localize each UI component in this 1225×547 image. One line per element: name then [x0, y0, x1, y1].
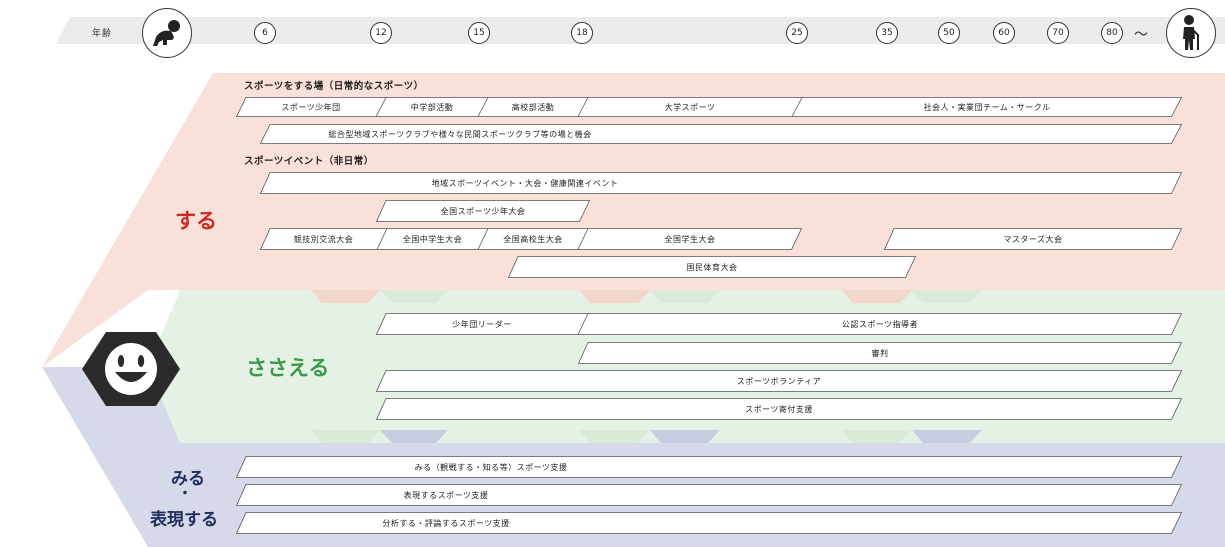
miru-row-3: 分析する・評論するスポーツ支援 — [235, 512, 1183, 534]
category-hyogen-label: 表現する — [150, 510, 218, 530]
national-student-taikai: 全国学生大会 — [664, 234, 716, 244]
age-15: 15 — [468, 22, 490, 44]
sasaeru-arrow-bottom-1 — [311, 430, 380, 443]
age-timeline-band — [56, 17, 1225, 44]
adult-corporate-teams: 社会人・実業団チーム・サークル — [923, 102, 1051, 112]
watching-sports-support: みる（観戦する・知る等）スポーツ支援 — [414, 462, 568, 472]
masters-taikai: マスターズ大会 — [1003, 234, 1063, 244]
age-60: 60 — [993, 22, 1015, 44]
sasaeru-arrow-bottom-2 — [579, 430, 650, 443]
analysis-critique-sports-support: 分析する・評論するスポーツ支援 — [382, 518, 510, 528]
sasaeru-arrow-bottom-3 — [842, 430, 912, 443]
sports-shonendan: スポーツ少年団 — [281, 102, 341, 112]
daily-sports-title: スポーツをする場（日常的なスポーツ） — [244, 81, 424, 92]
national-junior-high-taikai: 全国中学生大会 — [402, 234, 463, 244]
age-35: 35 — [876, 22, 898, 44]
category-miru-label: みる — [171, 469, 205, 489]
smiley-face-hexagon-icon — [82, 332, 180, 406]
sasaeru-arrow-top-1 — [380, 290, 448, 303]
competition-exchange-taikai: 競技別交流大会 — [293, 234, 354, 244]
shonendan-leader: 少年団リーダー — [452, 319, 512, 329]
sports-donation-support: スポーツ寄付支援 — [745, 404, 813, 414]
category-sasaeru-label: ささえる — [246, 356, 330, 380]
suru-arrow-2 — [579, 290, 650, 303]
national-sports-festival: 国民体育大会 — [686, 262, 738, 272]
miru-arrow-1 — [380, 430, 448, 443]
referee: 審判 — [871, 348, 889, 358]
age-tilde: ～ — [1134, 27, 1148, 43]
sports-event-title: スポーツイベント（非日常） — [244, 156, 374, 167]
age-70: 70 — [1047, 22, 1069, 44]
age-12: 12 — [370, 22, 392, 44]
event-row-3-right: マスターズ大会 — [883, 228, 1183, 250]
local-sports-event: 地域スポーツイベント・大会・健康関連イベント — [431, 178, 619, 188]
miru-row-1: みる（観戦する・知る等）スポーツ支援 — [235, 456, 1183, 478]
age-6: 6 — [254, 22, 276, 44]
support-row-1: 少年団リーダー 公認スポーツ指導者 — [375, 313, 1183, 335]
national-high-school-taikai: 全国高校生大会 — [503, 234, 563, 244]
sports-volunteer: スポーツボランティア — [736, 376, 822, 386]
support-row-3: スポーツボランティア — [375, 370, 1183, 392]
age-label: 年齢 — [92, 29, 113, 39]
category-miru-dot: ・ — [178, 486, 192, 502]
daily-row-1: スポーツ少年団 中学部活動 高校部活動 大学スポーツ 社会人・実業団チーム・サー… — [235, 97, 1183, 117]
sasaeru-arrow-top-3 — [912, 290, 982, 303]
crawling-baby-icon — [142, 8, 192, 58]
suru-band — [42, 73, 1225, 367]
junior-high-club: 中学部活動 — [410, 102, 454, 112]
suru-arrow-1 — [311, 290, 380, 303]
general-sports-club: 総合型地域スポーツクラブや様々な民間スポーツクラブ等の場と機会 — [328, 129, 592, 139]
event-row-1: 地域スポーツイベント・大会・健康関連イベント — [259, 172, 1183, 194]
category-suru-label: する — [175, 209, 217, 233]
age-80: 80 — [1101, 22, 1123, 44]
expressing-sports-support: 表現するスポーツ支援 — [403, 490, 489, 500]
university-sports: 大学スポーツ — [664, 102, 716, 112]
event-row-4: 国民体育大会 — [507, 256, 917, 278]
support-row-4: スポーツ寄付支援 — [375, 398, 1183, 420]
age-25: 25 — [786, 22, 808, 44]
age-50: 50 — [938, 22, 960, 44]
event-row-2: 全国スポーツ少年大会 — [375, 200, 591, 222]
certified-sports-coach: 公認スポーツ指導者 — [841, 319, 919, 329]
miru-row-2: 表現するスポーツ支援 — [235, 484, 1183, 506]
suru-arrow-3 — [842, 290, 912, 303]
age-18: 18 — [571, 22, 593, 44]
sasaeru-arrow-top-2 — [650, 290, 720, 303]
event-row-3-left: 競技別交流大会 全国中学生大会 全国高校生大会 全国学生大会 — [259, 228, 803, 250]
national-sports-shonen-taikai: 全国スポーツ少年大会 — [440, 206, 526, 216]
daily-row-2: 総合型地域スポーツクラブや様々な民間スポーツクラブ等の場と機会 — [259, 124, 1183, 144]
miru-arrow-3 — [912, 430, 982, 443]
daily-row-1-frame — [235, 97, 1183, 117]
support-row-2: 審判 — [577, 342, 1183, 364]
high-school-club: 高校部活動 — [511, 102, 555, 112]
elderly-person-with-cane-icon — [1166, 8, 1216, 58]
miru-arrow-2 — [650, 430, 720, 443]
